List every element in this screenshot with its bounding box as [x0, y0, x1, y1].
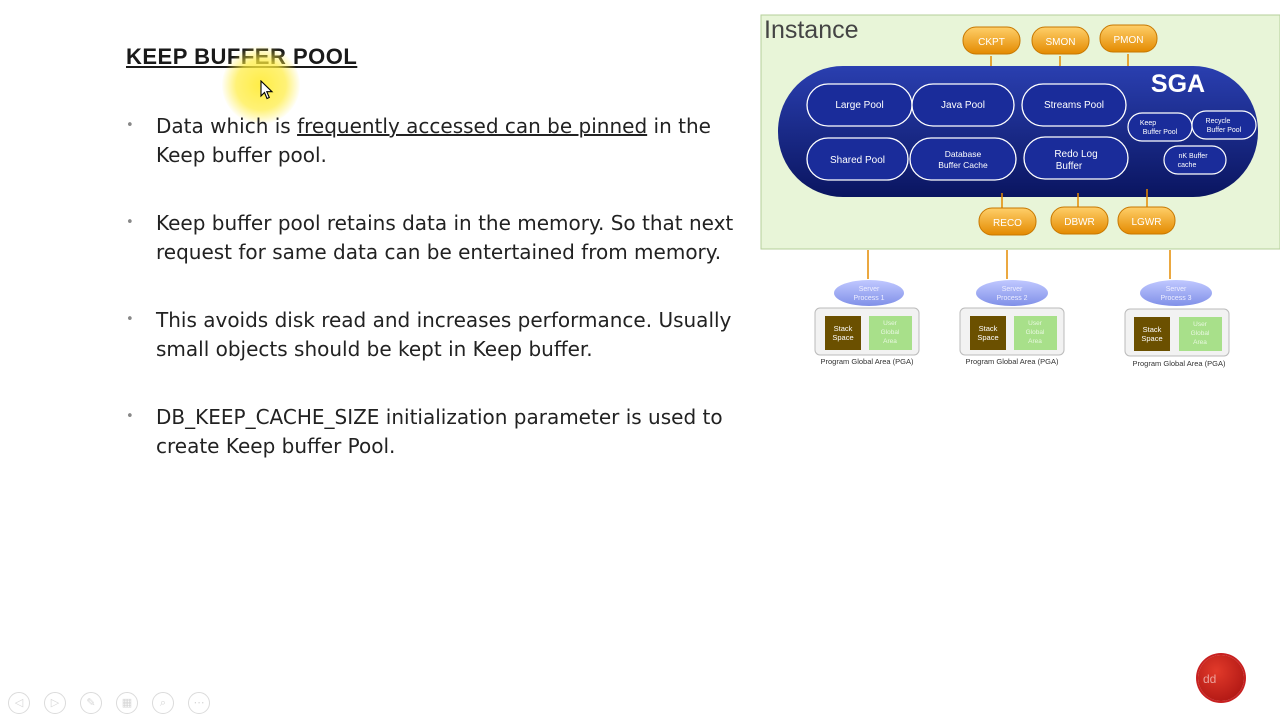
bullet-dot: •	[126, 215, 134, 230]
nk-buffer-cache: nK Buffer cache	[1163, 145, 1227, 175]
sga-label: SGA	[1151, 70, 1205, 98]
svg-text:Buffer: Buffer	[1056, 161, 1083, 172]
svg-text:User: User	[1028, 320, 1043, 327]
brand-logo-text: dd	[1203, 672, 1217, 686]
bullet-item: •DB_KEEP_CACHE_SIZE initialization param…	[126, 405, 723, 458]
server-process-3: Server Process 3 Stack Space User Global…	[1124, 280, 1230, 368]
bullet-dot: •	[126, 118, 134, 133]
svg-text:Global: Global	[1026, 329, 1045, 336]
svg-text:Process 2: Process 2	[996, 295, 1027, 302]
java-pool: Java Pool	[911, 83, 1015, 127]
svg-text:CKPT: CKPT	[978, 37, 1005, 48]
bullet-dot: •	[126, 409, 134, 424]
svg-text:Process 3: Process 3	[1160, 295, 1191, 302]
pen-icon[interactable]: ✎	[80, 692, 102, 714]
svg-text:Keep: Keep	[1140, 120, 1156, 127]
svg-text:Recycle: Recycle	[1206, 118, 1231, 125]
svg-text:Server: Server	[859, 286, 880, 293]
svg-text:Stack: Stack	[979, 324, 998, 333]
svg-text:RECO: RECO	[993, 218, 1022, 229]
svg-text:Stack: Stack	[1143, 325, 1162, 334]
svg-text:Shared Pool: Shared Pool	[830, 155, 885, 166]
instance-label: Instance	[764, 16, 859, 44]
streams-pool: Streams Pool	[1021, 83, 1127, 127]
svg-text:LGWR: LGWR	[1132, 217, 1162, 228]
slides-grid-icon[interactable]: ▦	[116, 692, 138, 714]
process-reco: RECO	[978, 207, 1037, 236]
svg-text:Stack: Stack	[834, 324, 853, 333]
more-options-icon[interactable]: ⋯	[188, 692, 210, 714]
svg-text:Program Global Area (PGA): Program Global Area (PGA)	[1133, 359, 1226, 368]
svg-text:PMON: PMON	[1114, 35, 1144, 46]
svg-text:User: User	[1193, 321, 1208, 328]
svg-text:Large Pool: Large Pool	[835, 100, 883, 111]
bullet-item: •Keep buffer pool retains data in the me…	[126, 211, 734, 264]
svg-text:Streams Pool: Streams Pool	[1044, 100, 1104, 111]
process-ckpt: CKPT	[962, 26, 1021, 55]
svg-text:Process 1: Process 1	[853, 295, 884, 302]
brand-logo	[1198, 655, 1244, 701]
previous-slide-icon[interactable]: ◁	[8, 692, 30, 714]
svg-text:DBWR: DBWR	[1064, 217, 1095, 228]
process-lgwr: LGWR	[1117, 206, 1176, 235]
svg-text:Space: Space	[977, 333, 998, 342]
process-dbwr: DBWR	[1050, 206, 1109, 235]
svg-text:Program Global Area (PGA): Program Global Area (PGA)	[966, 357, 1059, 366]
server-process-1: Server Process 1 Stack Space User Global…	[814, 280, 920, 366]
connector-arrows-bottom	[1001, 189, 1148, 208]
svg-text:Server: Server	[1002, 286, 1023, 293]
svg-text:Area: Area	[1028, 338, 1042, 345]
server-process-2: Server Process 2 Stack Space User Global…	[959, 280, 1065, 366]
svg-text:SMON: SMON	[1046, 37, 1076, 48]
svg-text:Space: Space	[832, 333, 853, 342]
svg-text:Area: Area	[883, 338, 897, 345]
svg-text:Program Global Area (PGA): Program Global Area (PGA)	[821, 357, 914, 366]
svg-text:Database: Database	[945, 149, 982, 159]
connector-arrows-server	[867, 250, 1171, 279]
svg-text:Java Pool: Java Pool	[941, 100, 985, 111]
process-pmon: PMON	[1099, 24, 1158, 53]
zoom-icon[interactable]: ⌕	[152, 692, 174, 714]
svg-text:Global: Global	[1191, 330, 1210, 337]
svg-text:Redo Log: Redo Log	[1054, 149, 1097, 160]
svg-text:Space: Space	[1141, 334, 1162, 343]
next-slide-icon[interactable]: ▷	[44, 692, 66, 714]
keep-buffer-pool: Keep Buffer Pool	[1127, 112, 1193, 142]
bullet-list: •Data which is frequently accessed can b…	[126, 112, 736, 460]
bullet-dot: •	[126, 312, 134, 327]
bullet-item: •This avoids disk read and increases per…	[126, 308, 732, 361]
shared-pool: Shared Pool	[806, 137, 909, 181]
bullet-item: •Data which is frequently accessed can b…	[126, 114, 711, 167]
database-buffer-cache: Database Buffer Cache	[909, 137, 1017, 181]
svg-text:nK Buffer: nK Buffer	[1178, 153, 1208, 160]
svg-text:Server: Server	[1166, 286, 1187, 293]
svg-text:Global: Global	[881, 329, 900, 336]
process-smon: SMON	[1031, 26, 1090, 55]
recycle-buffer-pool: Recycle Buffer Pool	[1191, 110, 1257, 140]
mouse-pointer-icon	[260, 80, 274, 100]
svg-text:Buffer Pool: Buffer Pool	[1143, 129, 1178, 136]
slideshow-toolbar: ◁ ▷ ✎ ▦ ⌕ ⋯	[8, 692, 210, 714]
large-pool: Large Pool	[806, 83, 913, 127]
svg-text:Buffer Cache: Buffer Cache	[938, 160, 988, 170]
svg-text:Area: Area	[1193, 339, 1207, 346]
svg-text:User: User	[883, 320, 898, 327]
svg-text:Buffer Pool: Buffer Pool	[1207, 127, 1242, 134]
redo-log-buffer: Redo Log Buffer	[1023, 136, 1129, 180]
svg-text:cache: cache	[1178, 162, 1197, 169]
